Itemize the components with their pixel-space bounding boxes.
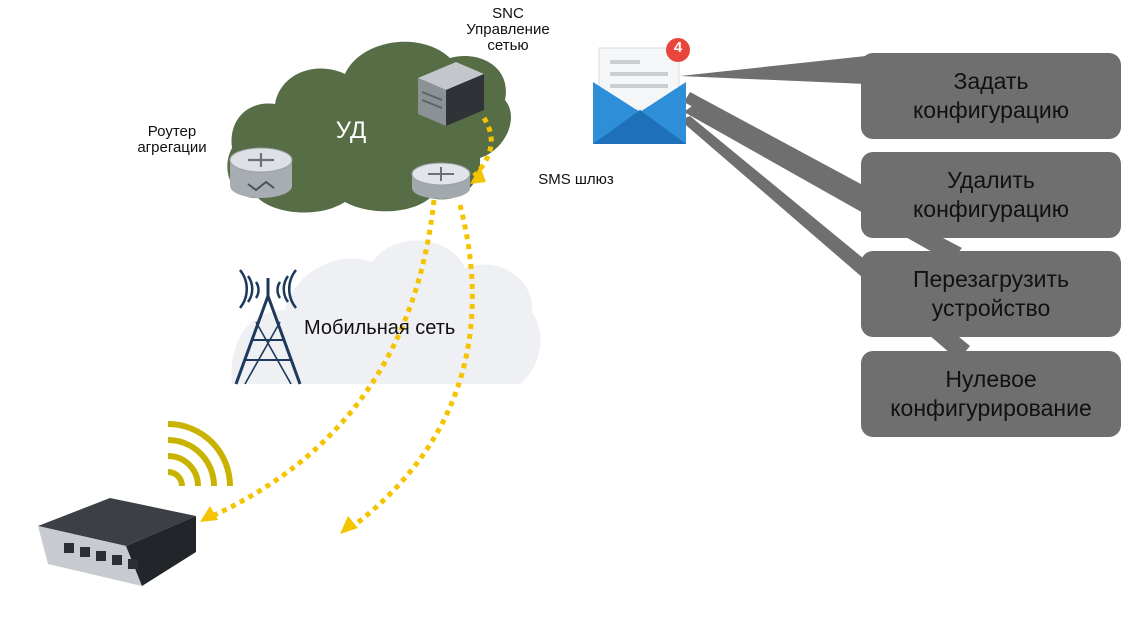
- path-gateway-to-mobile: [346, 204, 475, 533]
- action-delete-config-line-2: конфигурацию: [912, 196, 1070, 222]
- action-delete-config-line-1: Удалить: [947, 167, 1035, 194]
- action-zero-touch-config-line-1: Нулевое: [945, 366, 1037, 393]
- snc-label: SNC Управление сетью: [452, 6, 564, 53]
- action-reboot-device: Перезагрузить устройство: [861, 251, 1121, 337]
- wireless-signal-icon: [167, 421, 233, 487]
- notification-badge-count: 4: [673, 39, 683, 56]
- arrowhead-gateway: [470, 166, 486, 184]
- action-reboot-device-line-1: Перезагрузить: [912, 266, 1070, 293]
- action-reboot-device-line-2: устройство: [931, 295, 1051, 321]
- connector-delete-config: [684, 92, 872, 203]
- sms-paths: [206, 116, 494, 533]
- radio-tower-icon: [234, 269, 302, 385]
- path-gateway-to-cpe: [206, 199, 437, 521]
- sms-envelope-icon: [593, 47, 686, 144]
- arrowheads: [200, 166, 486, 534]
- action-set-config: Задать конфигурацию: [861, 53, 1121, 139]
- aggregation-router-icon: [229, 147, 293, 198]
- action-delete-config: Удалить конфигурацию: [861, 152, 1121, 238]
- arrowhead-mobile: [340, 516, 358, 534]
- cpe-switch-icon: [38, 498, 196, 586]
- action-zero-touch-config-line-2: конфигурирование: [890, 395, 1092, 421]
- action-zero-touch-config: Нулевое конфигурирование: [861, 351, 1121, 437]
- snc-subtitle-1: Управление: [466, 20, 550, 38]
- aggregation-router-label-1: Роутер: [147, 123, 197, 140]
- connector-set-config: [680, 56, 866, 84]
- action-set-config-line-1: Задать: [953, 68, 1029, 95]
- snc-subtitle-2: сетью: [487, 36, 529, 54]
- core-network-label: УД: [335, 117, 367, 144]
- notification-badge: [666, 38, 690, 62]
- sms-gateway-router-icon: [411, 162, 471, 199]
- arrowhead-cpe: [200, 506, 218, 522]
- snc-server-icon: [418, 62, 484, 126]
- action-set-config-line-2: конфигурацию: [912, 97, 1070, 123]
- aggregation-router-label: Роутер агрегации: [128, 124, 216, 156]
- snc-title: SNC: [492, 5, 524, 22]
- path-snc-to-gateway: [472, 116, 494, 178]
- mobile-network-label: Мобильная сеть: [304, 317, 456, 339]
- aggregation-router-label-2: агрегации: [137, 138, 207, 156]
- mobile-network-cloud: [231, 240, 541, 384]
- sms-gateway-label: SMS шлюз: [538, 171, 614, 188]
